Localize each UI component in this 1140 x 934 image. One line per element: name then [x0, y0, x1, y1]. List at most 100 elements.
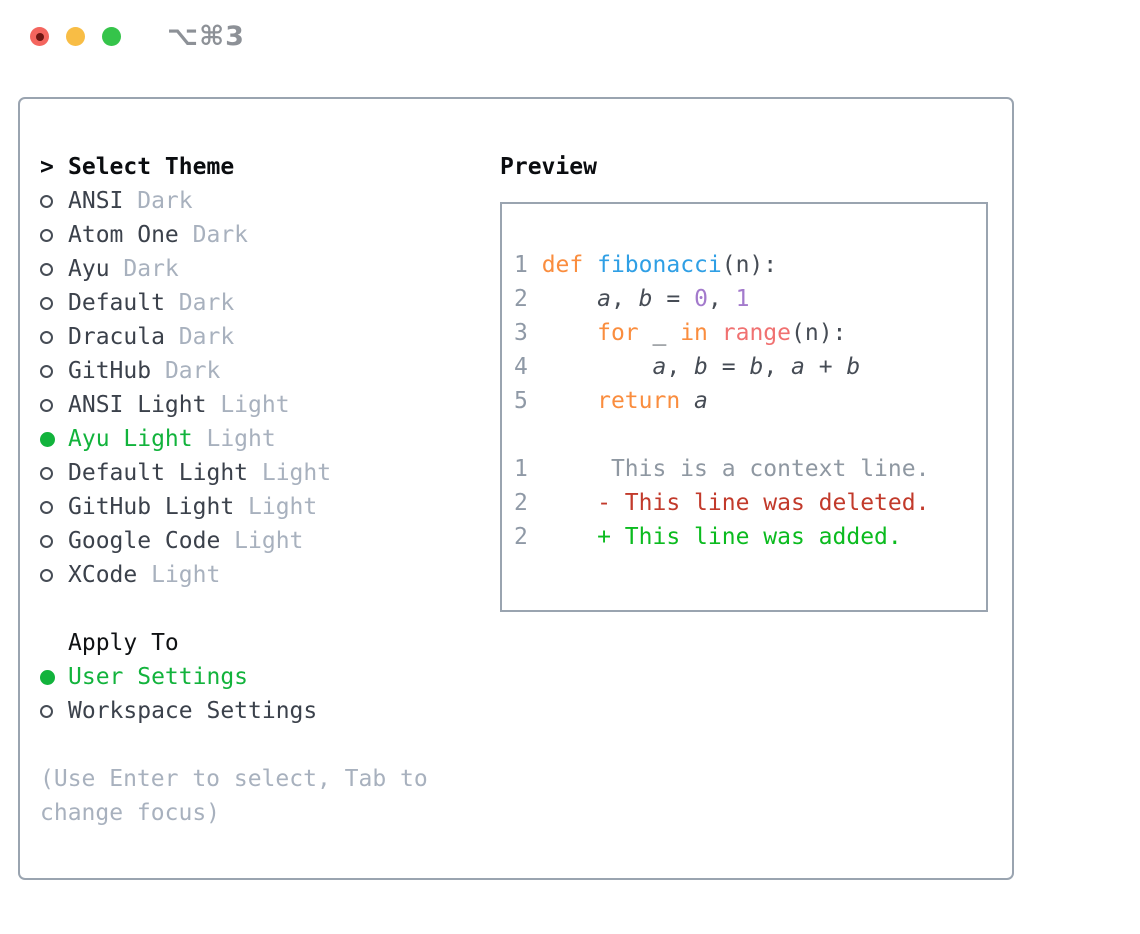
theme-variant-label: Dark [137, 188, 193, 214]
theme-option-default[interactable]: Default Dark [40, 286, 495, 320]
theme-variant-label: Light [248, 494, 318, 520]
code-token: b [694, 354, 708, 380]
code-token: a [694, 388, 708, 414]
spacer [40, 592, 495, 626]
theme-option-dracula[interactable]: Dracula Dark [40, 320, 495, 354]
theme-name: ANSI [68, 188, 124, 214]
theme-name: Default Light [68, 460, 249, 486]
theme-variant-label: Light [261, 460, 332, 486]
code-line [514, 418, 986, 452]
theme-name: GitHub [68, 358, 152, 384]
radio-unselected-icon [40, 500, 53, 514]
code-token: 0 [694, 286, 708, 312]
radio-marker [40, 704, 68, 718]
code-token: This is a context line. [541, 456, 930, 482]
theme-variant-label: Dark [178, 324, 235, 350]
radio-marker [40, 330, 68, 344]
code-token: (n): [721, 252, 778, 278]
close-button[interactable] [30, 27, 49, 46]
code-line: 4 a, b = b, a + b [514, 350, 986, 384]
radio-marker [40, 364, 68, 378]
radio-unselected-icon [40, 194, 53, 208]
theme-name: Google Code [68, 528, 221, 554]
code-token: + This line was added. [541, 524, 902, 550]
apply-to-title: Apply To [68, 630, 179, 656]
code-token: fibonacci [597, 252, 722, 278]
unsaved-dot-icon [35, 32, 44, 41]
radio-marker [40, 669, 68, 685]
code-token [542, 286, 597, 312]
radio-unselected-icon [40, 330, 53, 344]
theme-variant-label: Light [206, 426, 276, 452]
radio-unselected-icon [40, 296, 53, 310]
zoom-button[interactable] [102, 27, 121, 46]
code-token: 1 [735, 286, 750, 312]
prompt-caret: > [40, 154, 54, 180]
theme-variant-label: Dark [178, 290, 235, 316]
line-number: 3 [514, 320, 542, 346]
radio-selected-icon [40, 669, 55, 685]
radio-marker [40, 194, 68, 208]
line-number: 2 [514, 490, 542, 516]
theme-variant-label: Light [220, 392, 290, 418]
theme-name: Atom One [68, 222, 179, 248]
radio-unselected-icon [40, 262, 53, 276]
radio-marker [40, 568, 68, 582]
code-token: a [652, 354, 667, 380]
code-line: 2 + This line was added. [514, 520, 986, 554]
line-number: 1 [514, 252, 542, 278]
radio-marker [40, 262, 68, 276]
theme-name: Default [68, 290, 165, 316]
code-token: , [707, 286, 736, 312]
apply-option-workspace-settings[interactable]: Workspace Settings [40, 694, 495, 728]
code-token: - This line was deleted. [541, 490, 930, 516]
code-token [708, 320, 722, 346]
code-line: 3 for _ in range(n): [514, 316, 986, 350]
theme-option-ansi[interactable]: ANSI Dark [40, 184, 495, 218]
line-number: 1 [514, 456, 542, 482]
apply-option-user-settings[interactable]: User Settings [40, 660, 495, 694]
theme-name: Dracula [68, 324, 165, 350]
code-token [542, 388, 597, 414]
radio-unselected-icon [40, 534, 53, 548]
code-token: return [597, 388, 681, 414]
code-token: , [610, 286, 639, 312]
code-token [583, 252, 597, 278]
code-token: , [763, 354, 792, 380]
apply-option-label: Workspace Settings [68, 698, 318, 724]
spacer [40, 728, 495, 762]
theme-option-default-light[interactable]: Default Light Light [40, 456, 495, 490]
code-token: = [652, 286, 695, 312]
code-token: a [597, 286, 611, 312]
code-token: b [749, 354, 764, 380]
code-token: def [541, 252, 584, 278]
code-token: , [666, 354, 695, 380]
theme-variant-label: Dark [164, 358, 221, 384]
code-line: 1 def fibonacci(n): [514, 248, 986, 282]
radio-marker [40, 228, 68, 242]
line-number [514, 422, 528, 448]
radio-marker [40, 534, 68, 548]
hint-text: (Use Enter to select, Tab to change focu… [40, 766, 428, 826]
theme-option-github[interactable]: GitHub Dark [40, 354, 495, 388]
code-token: a [791, 354, 805, 380]
code-token: in [680, 320, 708, 346]
code-token [680, 388, 694, 414]
minimize-button[interactable] [66, 27, 85, 46]
line-number: 4 [514, 354, 542, 380]
code-token [542, 320, 597, 346]
code-token: b [846, 354, 861, 380]
panel-title: Select Theme [68, 154, 235, 180]
code-line: 1 This is a context line. [514, 452, 986, 486]
radio-unselected-icon [40, 568, 53, 582]
radio-marker [40, 296, 68, 310]
